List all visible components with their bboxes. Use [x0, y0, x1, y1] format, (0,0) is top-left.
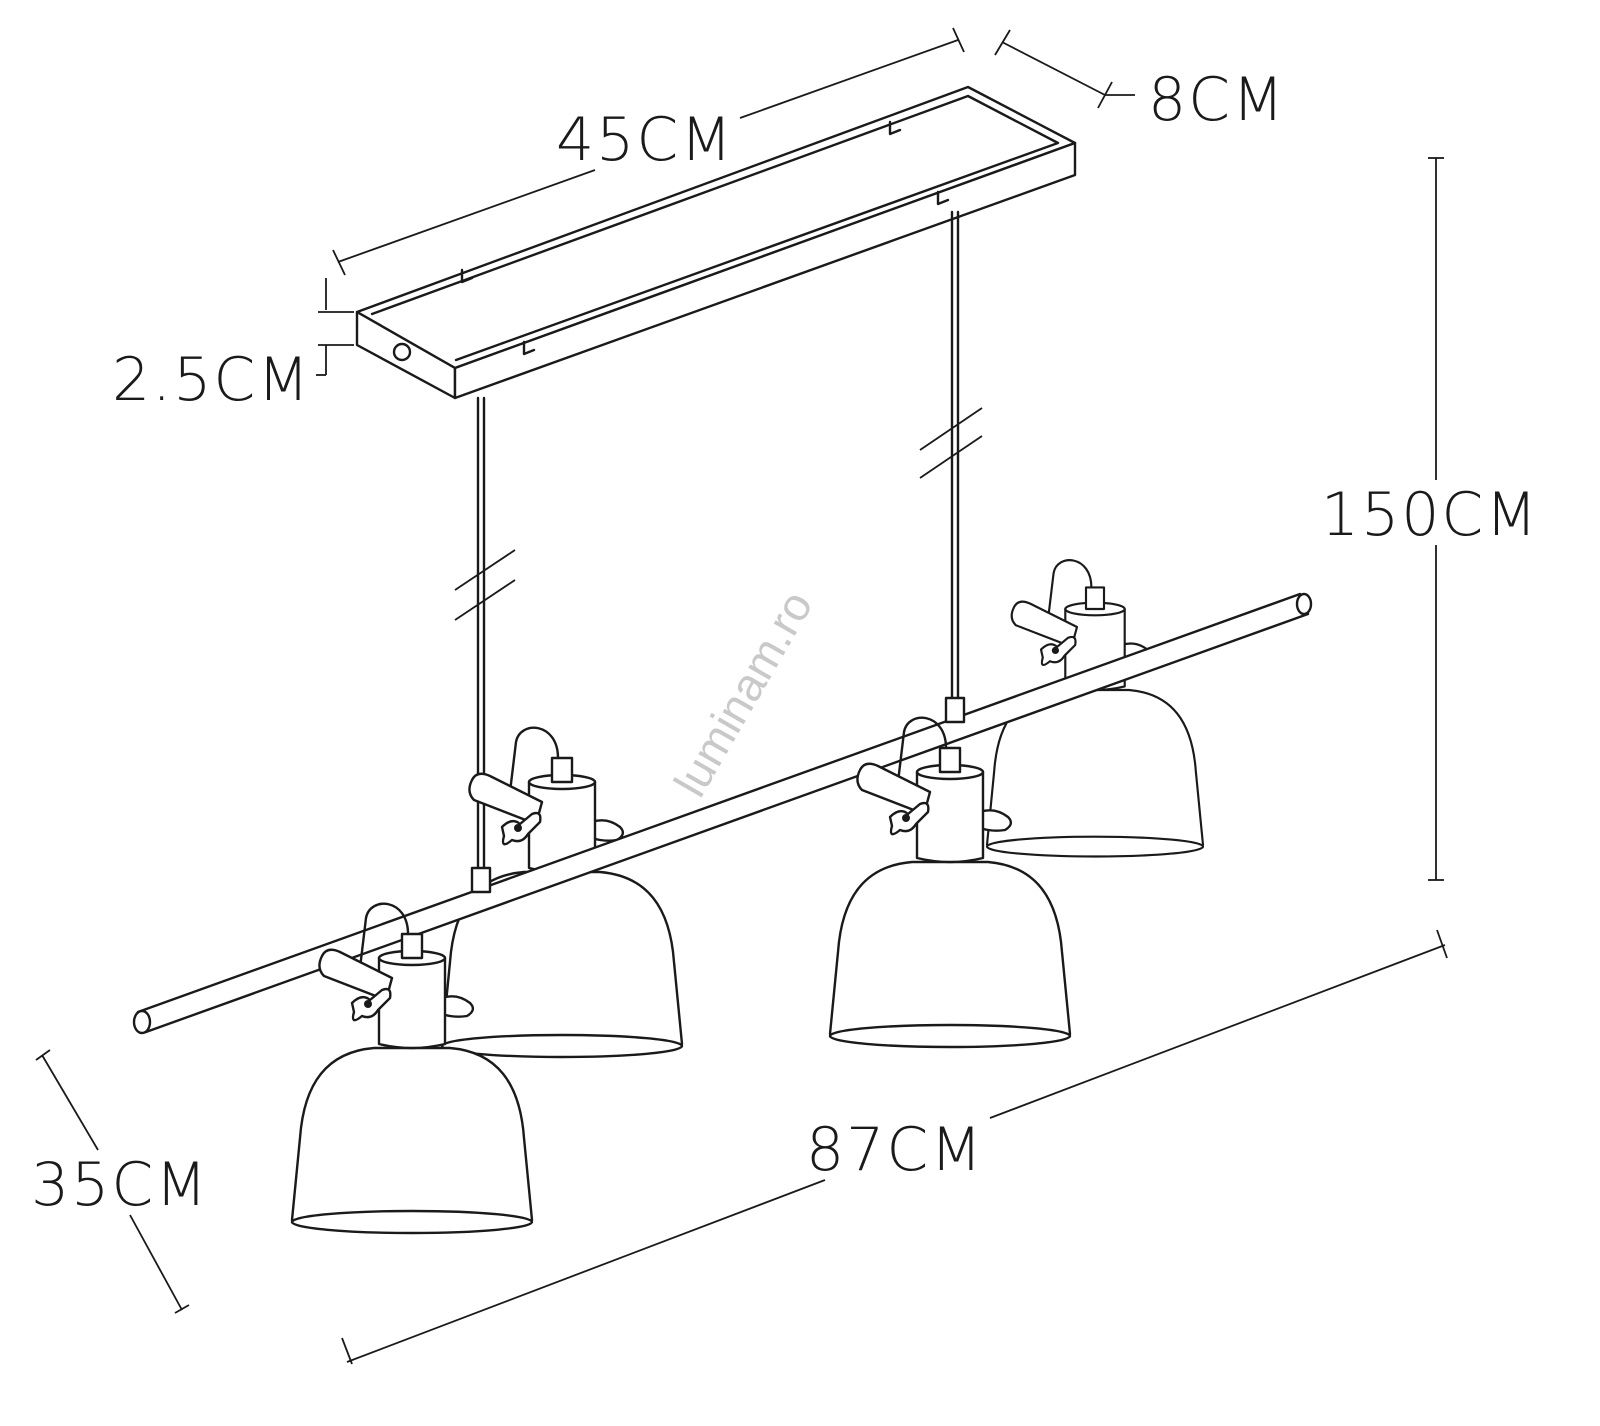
dimension-total-height: 150CM: [1321, 157, 1539, 881]
label-35cm: 35CM: [31, 1150, 209, 1220]
dimension-canopy-height: 2.5CM: [112, 278, 354, 415]
label-45cm: 45CM: [556, 105, 734, 175]
label-150cm: 150CM: [1321, 480, 1539, 550]
label-2-5cm: 2.5CM: [112, 345, 311, 415]
ceiling-canopy: [355, 85, 1077, 400]
dimension-bar-length: 87CM: [341, 929, 1448, 1365]
label-8cm: 8CM: [1148, 65, 1286, 135]
watermark: luminam.ro: [664, 582, 823, 805]
label-87cm: 87CM: [806, 1115, 984, 1185]
light-bar: [132, 592, 1313, 1035]
dimension-canopy-depth: 8CM: [994, 29, 1286, 135]
dimension-canopy-length: 45CM: [332, 27, 965, 276]
dimension-shade-height: 35CM: [31, 1049, 209, 1314]
